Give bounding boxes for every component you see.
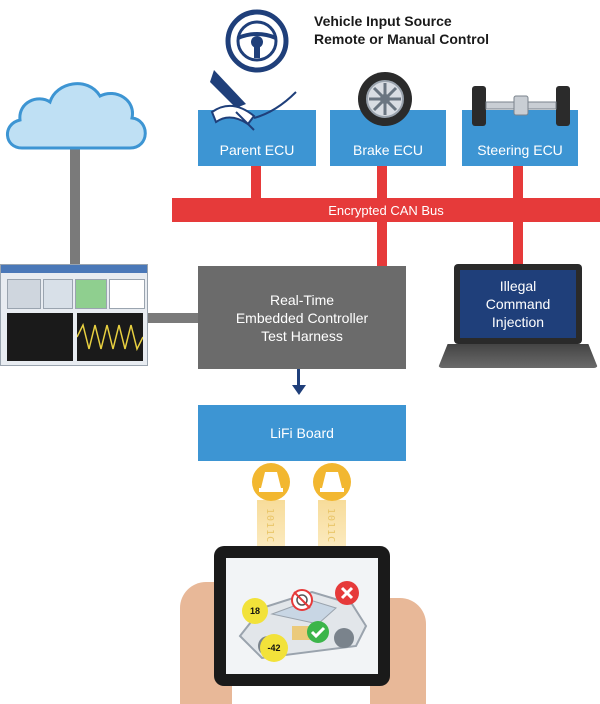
bus-harness-connector <box>377 222 387 266</box>
monitor-panel <box>7 279 41 309</box>
harness-line-2: Embedded Controller <box>235 309 369 326</box>
source-line-1: Vehicle Input Source <box>314 13 452 29</box>
check-icon <box>307 621 329 643</box>
pedal-icon <box>210 70 297 131</box>
error-x-icon <box>335 581 359 605</box>
source-title: Vehicle Input Source Remote or Manual Co… <box>314 12 514 48</box>
monitor-graph <box>7 313 73 361</box>
monitor-panel <box>43 279 73 309</box>
bus-laptop-connector <box>513 222 523 266</box>
badge-top: 18 <box>242 598 268 624</box>
parent-ecu-label: Parent ECU <box>219 142 295 158</box>
cloud-connector <box>70 148 80 264</box>
monitor-waveform <box>77 313 143 361</box>
badge-bottom: -42 <box>260 634 288 662</box>
monitor-titlebar <box>1 265 147 273</box>
led-lamp-icon <box>252 463 290 501</box>
no-steering-icon <box>291 589 313 611</box>
laptop-base <box>438 344 598 368</box>
arrow-down-icon <box>292 385 306 395</box>
harness-line-3: Test Harness <box>261 327 343 344</box>
steering-axle-icon <box>472 86 570 126</box>
laptop-line-1: Illegal <box>499 278 537 294</box>
test-harness-box: Real-Time Embedded Controller Test Harne… <box>198 266 406 369</box>
harness-lifi-connector <box>297 369 300 387</box>
lifi-board-label: LiFi Board <box>270 425 334 441</box>
binary-right: 1011C <box>325 508 336 544</box>
monitor-panel <box>75 279 107 309</box>
monitor-harness-connector <box>148 313 198 323</box>
binary-left: 1011C <box>264 508 275 544</box>
laptop-line-2: Command <box>485 296 551 312</box>
can-bus: Encrypted CAN Bus <box>172 198 600 222</box>
steering-ecu-connector <box>513 166 523 198</box>
monitor-window <box>0 264 148 366</box>
brake-ecu-box: Brake ECU <box>330 110 446 166</box>
parent-ecu-connector <box>251 166 261 198</box>
brake-ecu-label: Brake ECU <box>352 142 424 158</box>
laptop-line-3: Injection <box>491 314 545 330</box>
led-lamp-icon <box>313 463 351 501</box>
brake-ecu-connector <box>377 166 387 198</box>
brake-wheel-icon <box>358 72 412 126</box>
steering-wheel-icon <box>225 9 289 73</box>
steering-ecu-label: Steering ECU <box>477 142 563 158</box>
laptop-display: Illegal Command Injection <box>460 270 576 338</box>
monitor-car-image <box>109 279 145 309</box>
lifi-board-box: LiFi Board <box>198 405 406 461</box>
cloud-icon <box>6 82 147 150</box>
can-bus-label: Encrypted CAN Bus <box>328 202 444 218</box>
source-line-2: Remote or Manual Control <box>314 31 490 47</box>
harness-line-1: Real-Time <box>269 291 335 308</box>
